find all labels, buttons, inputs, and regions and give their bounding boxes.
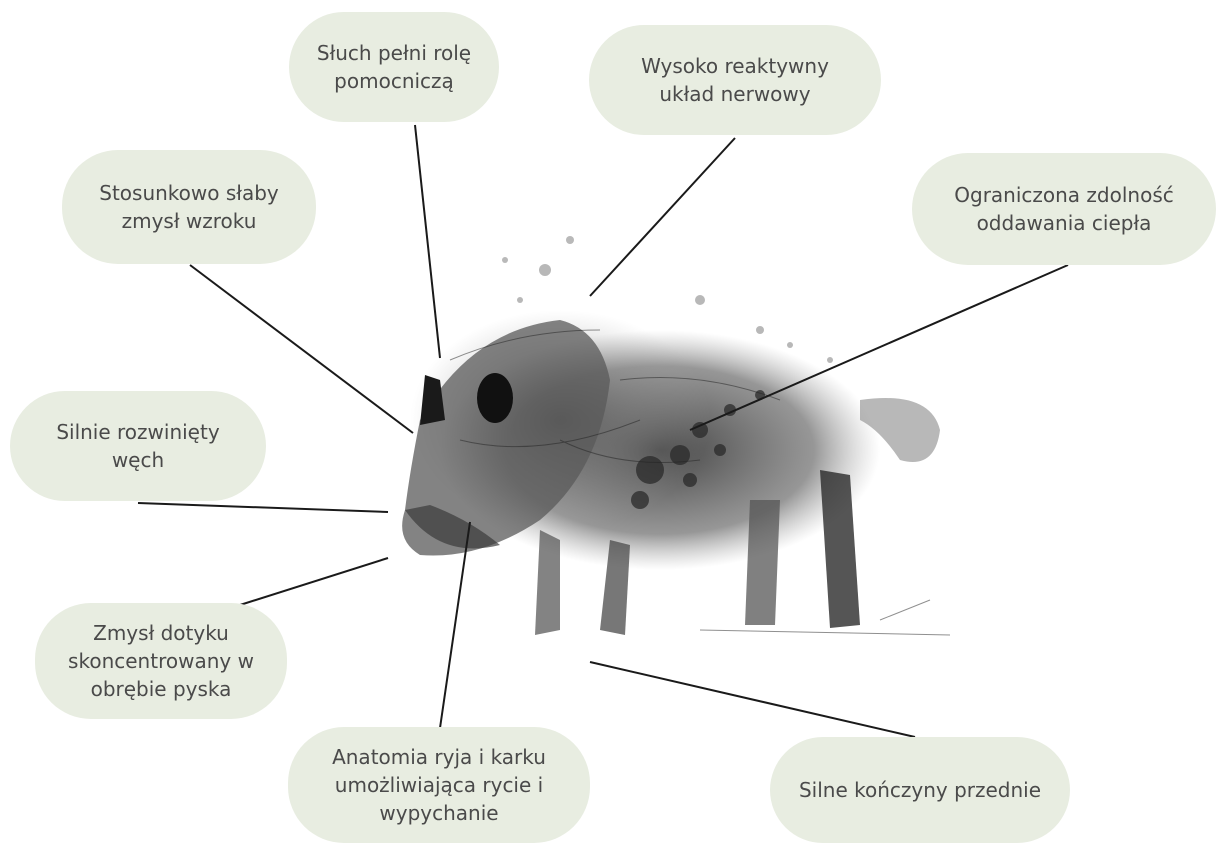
sight-label: Stosunkowo słaby zmysł wzroku	[62, 150, 316, 264]
connector-touch	[240, 558, 388, 605]
snout-anatomy-label: Anatomia ryja i karku umożliwiająca ryci…	[288, 727, 590, 843]
connector-legs	[590, 662, 915, 737]
heat-dissipation-label: Ograniczona zdolność oddawania ciepła	[912, 153, 1216, 265]
nervous-system-label: Wysoko reaktywny układ nerwowy	[589, 25, 881, 135]
boar-illustration	[402, 236, 950, 635]
connector-nervous	[590, 138, 735, 296]
touch-label: Zmysł dotyku skoncentrowany w obrębie py…	[35, 603, 287, 719]
connector-hearing	[415, 125, 440, 358]
hearing-label: Słuch pełni rolę pomocniczą	[289, 12, 499, 122]
smell-label: Silnie rozwinięty węch	[10, 391, 266, 501]
front-legs-label: Silne kończyny przednie	[770, 737, 1070, 843]
connector-smell	[138, 503, 388, 512]
